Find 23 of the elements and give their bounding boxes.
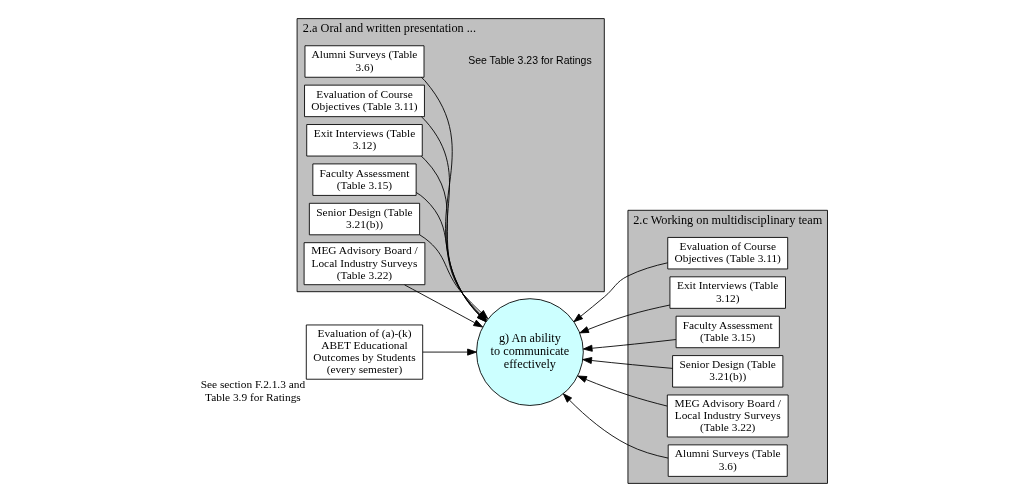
- node-box: Senior Design (Table 3.21(b)): [672, 355, 784, 388]
- node-box: Exit Interviews (Table 3.12): [306, 124, 423, 157]
- arrow: [573, 262, 669, 323]
- node-label: See section F.2.1.3 and Table 3.9 for Ratings: [200, 378, 306, 403]
- arrow: [577, 375, 668, 407]
- node-box: Evaluation of Course Objectives (Table 3.11): [304, 84, 425, 118]
- node-box: Faculty Assessment (Table 3.15): [312, 163, 417, 196]
- arrow: [422, 348, 477, 356]
- node-box: Alumni Surveys (Table 3.6): [304, 45, 425, 78]
- node-box: Evaluation of (a)-(k) ABET Educational Outcomes by Students (every semester): [305, 324, 424, 380]
- node-box: Senior Design (Table 3.21(b)): [308, 202, 421, 236]
- arrow: [582, 339, 677, 352]
- arrow: [579, 304, 671, 334]
- node-box: Exit Interviews (Table 3.12): [669, 276, 786, 309]
- node-box: Faculty Assessment (Table 3.15): [675, 315, 780, 349]
- node-box: Alumni Surveys (Table 3.6): [667, 444, 788, 477]
- node-box: Evaluation of Course Objectives (Table 3.11): [667, 237, 789, 270]
- node-box: MEG Advisory Board / Local Industry Surveys (Table 3.22): [666, 394, 789, 438]
- arrow: [404, 284, 484, 328]
- arrow: [562, 393, 669, 459]
- node-label: See Table 3.23 for Ratings: [468, 54, 592, 67]
- arrow: [582, 357, 673, 369]
- node-box: MEG Advisory Board / Local Industry Surveys (Table 3.22): [303, 242, 426, 286]
